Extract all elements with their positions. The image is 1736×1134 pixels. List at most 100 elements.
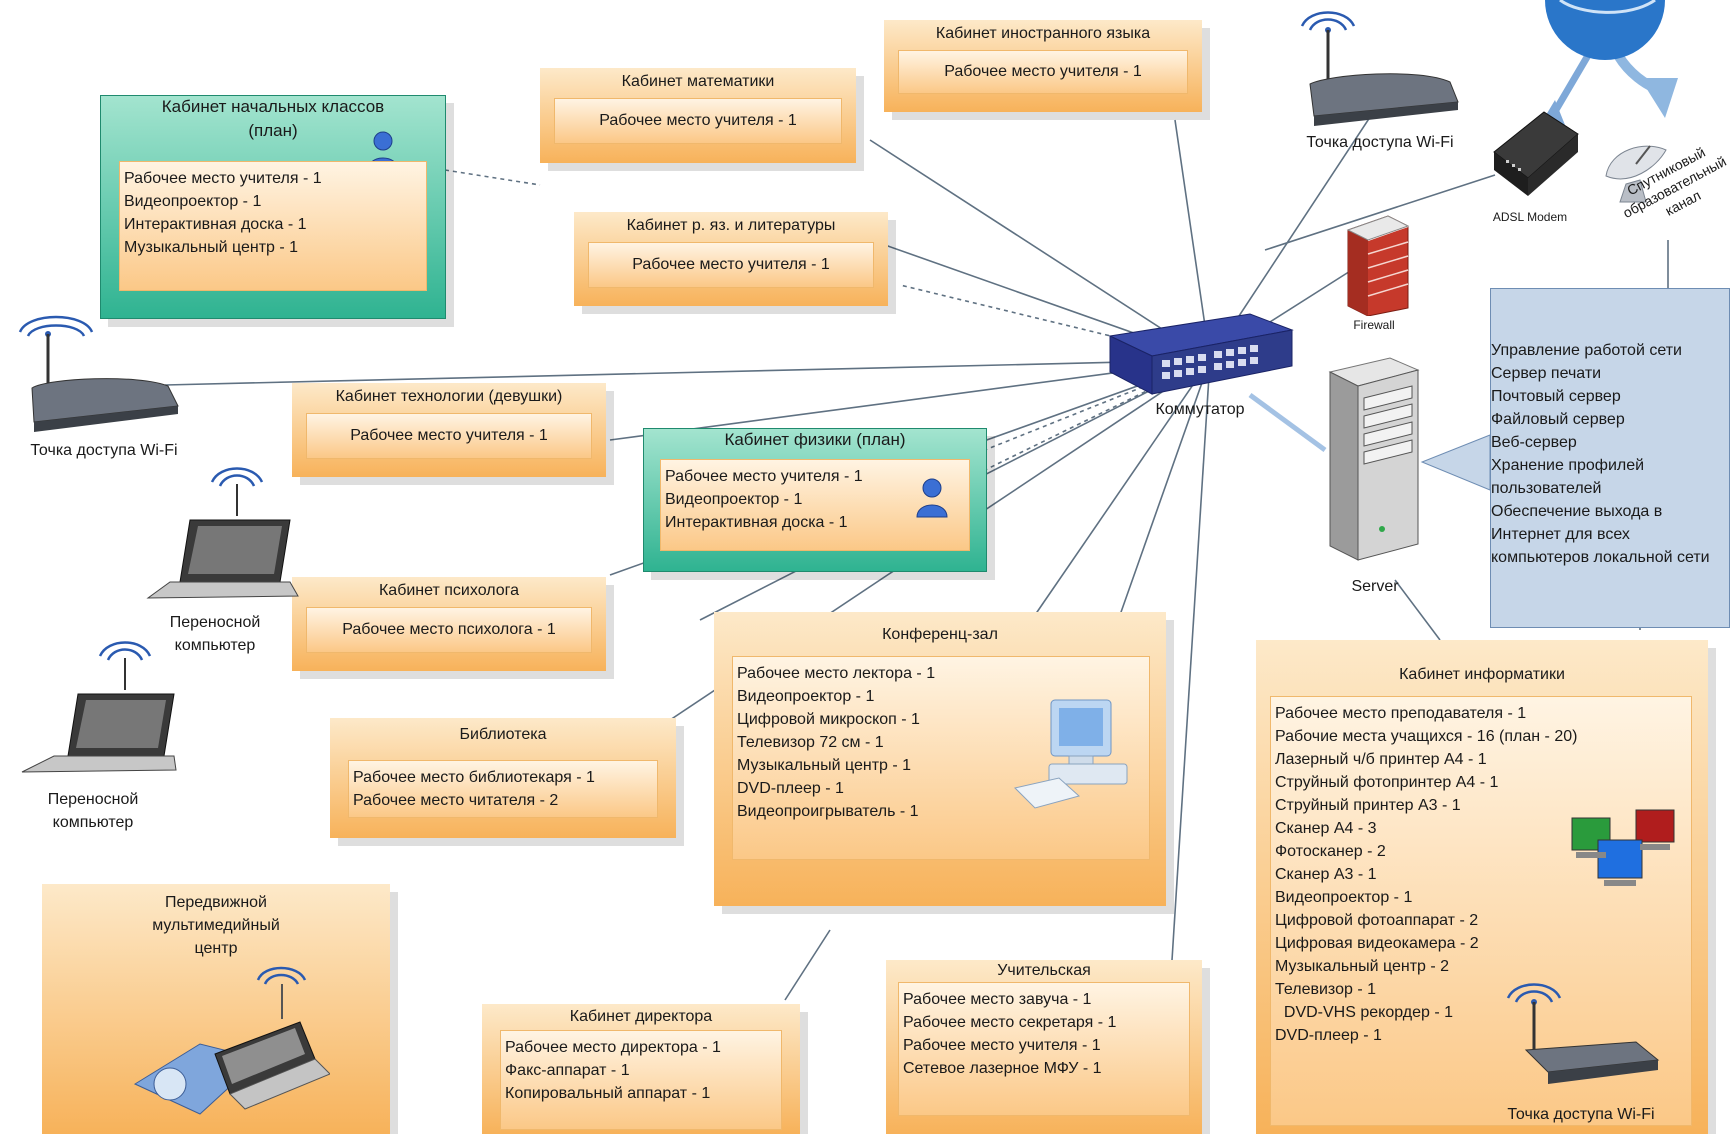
room-item: Рабочее место учителя - 1 <box>124 170 322 187</box>
room-item: Рабочее место учителя - 1 <box>665 468 863 485</box>
server-function: Хранение профилей <box>1491 457 1645 474</box>
workstations-icon <box>1571 809 1675 886</box>
room-title: Кабинет начальных классов <box>161 97 385 116</box>
satellite-dish-icon <box>1605 145 1667 203</box>
room-title: Конференц-зал <box>882 626 998 643</box>
room-item: Рабочее место учителя - 1 <box>554 98 842 144</box>
room-title: Учительская <box>997 962 1091 979</box>
room-item: Видеопроектор - 1 <box>665 491 803 508</box>
server-functions: Управление работой сети Сервер печати По… <box>1491 339 1710 569</box>
server-function: Управление работой сети <box>1491 342 1682 359</box>
server-function: Обеспечение выхода в <box>1491 503 1663 520</box>
room-item: Телевизор - 1 <box>1275 981 1376 998</box>
firewall-icon <box>1346 215 1410 316</box>
server-function: Файловый сервер <box>1491 411 1625 428</box>
room-items: Рабочее место завуча - 1 Рабочее место с… <box>898 982 1190 1116</box>
laptop-label: компьютер <box>52 814 134 831</box>
room-item: Музыкальный центр - 1 <box>124 239 299 256</box>
room-title: Кабинет директора <box>569 1008 713 1025</box>
room-items: Рабочее место учителя - 1 Видеопроектор … <box>660 459 970 551</box>
server-label: Server <box>1351 578 1399 595</box>
room-item: Струйный принтер A3 - 1 <box>1275 797 1461 814</box>
room-title: Кабинет р. яз. и литературы <box>626 217 836 234</box>
room-title: Библиотека <box>459 726 547 743</box>
informatics-room: Кабинет информатики Рабочее место препод… <box>1256 640 1708 1134</box>
server-function: Почтовый сервер <box>1491 388 1621 405</box>
laptop-label: компьютер <box>174 637 256 654</box>
room-item: Рабочее место лектора - 1 <box>737 665 936 682</box>
library-room: Библиотека Рабочее место библиотекаря - … <box>330 718 676 838</box>
wifi-label: Точка доступа Wi-Fi <box>30 442 178 459</box>
room-item: Факс-аппарат - 1 <box>505 1062 630 1079</box>
conference-hall: Конференц-зал Рабочее место лектора - 1 … <box>714 612 1166 906</box>
room-item: Рабочее место учителя - 1 <box>898 50 1188 94</box>
laptop-icon <box>146 467 299 599</box>
room-item: Лазерный ч/б принтер A4 - 1 <box>1275 751 1487 768</box>
room-item: Цифровой микроскоп - 1 <box>737 711 920 728</box>
laptop-label: Переносной <box>47 791 139 808</box>
math-room: Кабинет математики Рабочее место учителя… <box>540 68 856 163</box>
room-item: Сетевое лазерное МФУ - 1 <box>903 1060 1102 1077</box>
director-office: Кабинет директора Рабочее место директор… <box>482 1004 800 1134</box>
adsl-modem-icon <box>1493 111 1579 196</box>
laptop-icon <box>21 641 177 773</box>
projector-laptop-icon <box>133 966 330 1115</box>
room-item: Телевизор 72 см - 1 <box>737 734 884 751</box>
wifi-access-point-icon <box>18 315 179 432</box>
room-item: DVD-плеер - 1 <box>737 780 844 797</box>
laptop-label: Переносной <box>169 614 261 631</box>
room-item: Видеопроектор - 1 <box>1275 889 1413 906</box>
desktop-computer-icon <box>1014 699 1128 809</box>
server-function: Веб-сервер <box>1491 434 1577 451</box>
user-icon <box>916 478 948 518</box>
wifi-access-point-icon <box>1300 11 1459 126</box>
room-title: Кабинет технологии (девушки) <box>335 388 563 405</box>
room-item: Рабочее место учителя - 1 <box>306 413 592 459</box>
russian-literature-room: Кабинет р. яз. и литературы Рабочее мест… <box>574 212 888 306</box>
wifi-label: Точка доступа Wi-Fi <box>1306 134 1454 151</box>
wifi-access-point-icon <box>1506 983 1660 1084</box>
room-title: Кабинет иностранного языка <box>935 25 1151 42</box>
room-item: Рабочее место завуча - 1 <box>903 991 1092 1008</box>
room-item: Фотосканер - 2 <box>1275 843 1386 860</box>
room-item: Цифровой фотоаппарат - 2 <box>1275 912 1479 929</box>
room-item: Музыкальный центр - 2 <box>1275 958 1450 975</box>
physics-room: Кабинет физики (план) Рабочее место учит… <box>643 428 987 572</box>
room-items: Рабочее место библиотекаря - 1 Рабочее м… <box>348 760 658 818</box>
server-function: компьютеров локальной сети <box>1491 549 1710 566</box>
mobile-multimedia-center: Передвижной мультимедийный центр <box>42 884 390 1134</box>
room-item: Рабочее место читателя - 2 <box>353 792 559 809</box>
room-title: Кабинет информатики <box>1399 666 1565 683</box>
room-title: Кабинет математики <box>621 73 775 90</box>
server-functions-panel: Управление работой сети Сервер печати По… <box>1490 288 1730 628</box>
room-item: Копировальный аппарат - 1 <box>505 1085 711 1102</box>
room-item: Рабочее место учителя - 1 <box>588 242 874 288</box>
room-item: DVD-VHS рекордер - 1 <box>1275 1004 1453 1021</box>
modem-label: ADSL Modem <box>1492 210 1568 224</box>
room-item: Струйный фотопринтер A4 - 1 <box>1275 774 1499 791</box>
room-title-plan: (план) <box>248 121 298 140</box>
teachers-room: Учительская Рабочее место завуча - 1 Раб… <box>886 960 1202 1134</box>
switch-label: Коммутатор <box>1155 401 1245 418</box>
firewall-label: Firewall <box>1353 318 1395 332</box>
room-title: Передвижной <box>165 894 267 911</box>
server-function: Сервер печати <box>1491 365 1602 382</box>
wifi-label: Точка доступа Wi-Fi <box>1507 1106 1655 1123</box>
server-icon <box>1328 357 1420 561</box>
room-title: центр <box>194 940 238 957</box>
room-item: Видеопроектор - 1 <box>737 688 875 705</box>
network-switch-icon <box>1108 313 1294 395</box>
server-function: Интернет для всех <box>1491 526 1630 543</box>
room-item: Сканер A4 - 3 <box>1275 820 1377 837</box>
room-item: Рабочее место директора - 1 <box>505 1039 721 1056</box>
room-items: Рабочее место учителя - 1 Видеопроектор … <box>119 161 427 291</box>
room-item: Рабочее место психолога - 1 <box>306 607 592 653</box>
room-item: Интерактивная доска - 1 <box>665 514 848 531</box>
room-items: Рабочее место директора - 1 Факс-аппарат… <box>500 1030 782 1130</box>
room-title: Кабинет физики (план) <box>724 430 906 449</box>
server-function: пользователей <box>1491 480 1602 497</box>
room-item: Сканер A3 - 1 <box>1275 866 1377 883</box>
room-item: Рабочее место библиотекаря - 1 <box>353 769 595 786</box>
room-item: Рабочее место секретаря - 1 <box>903 1014 1117 1031</box>
room-item: Музыкальный центр - 1 <box>737 757 912 774</box>
